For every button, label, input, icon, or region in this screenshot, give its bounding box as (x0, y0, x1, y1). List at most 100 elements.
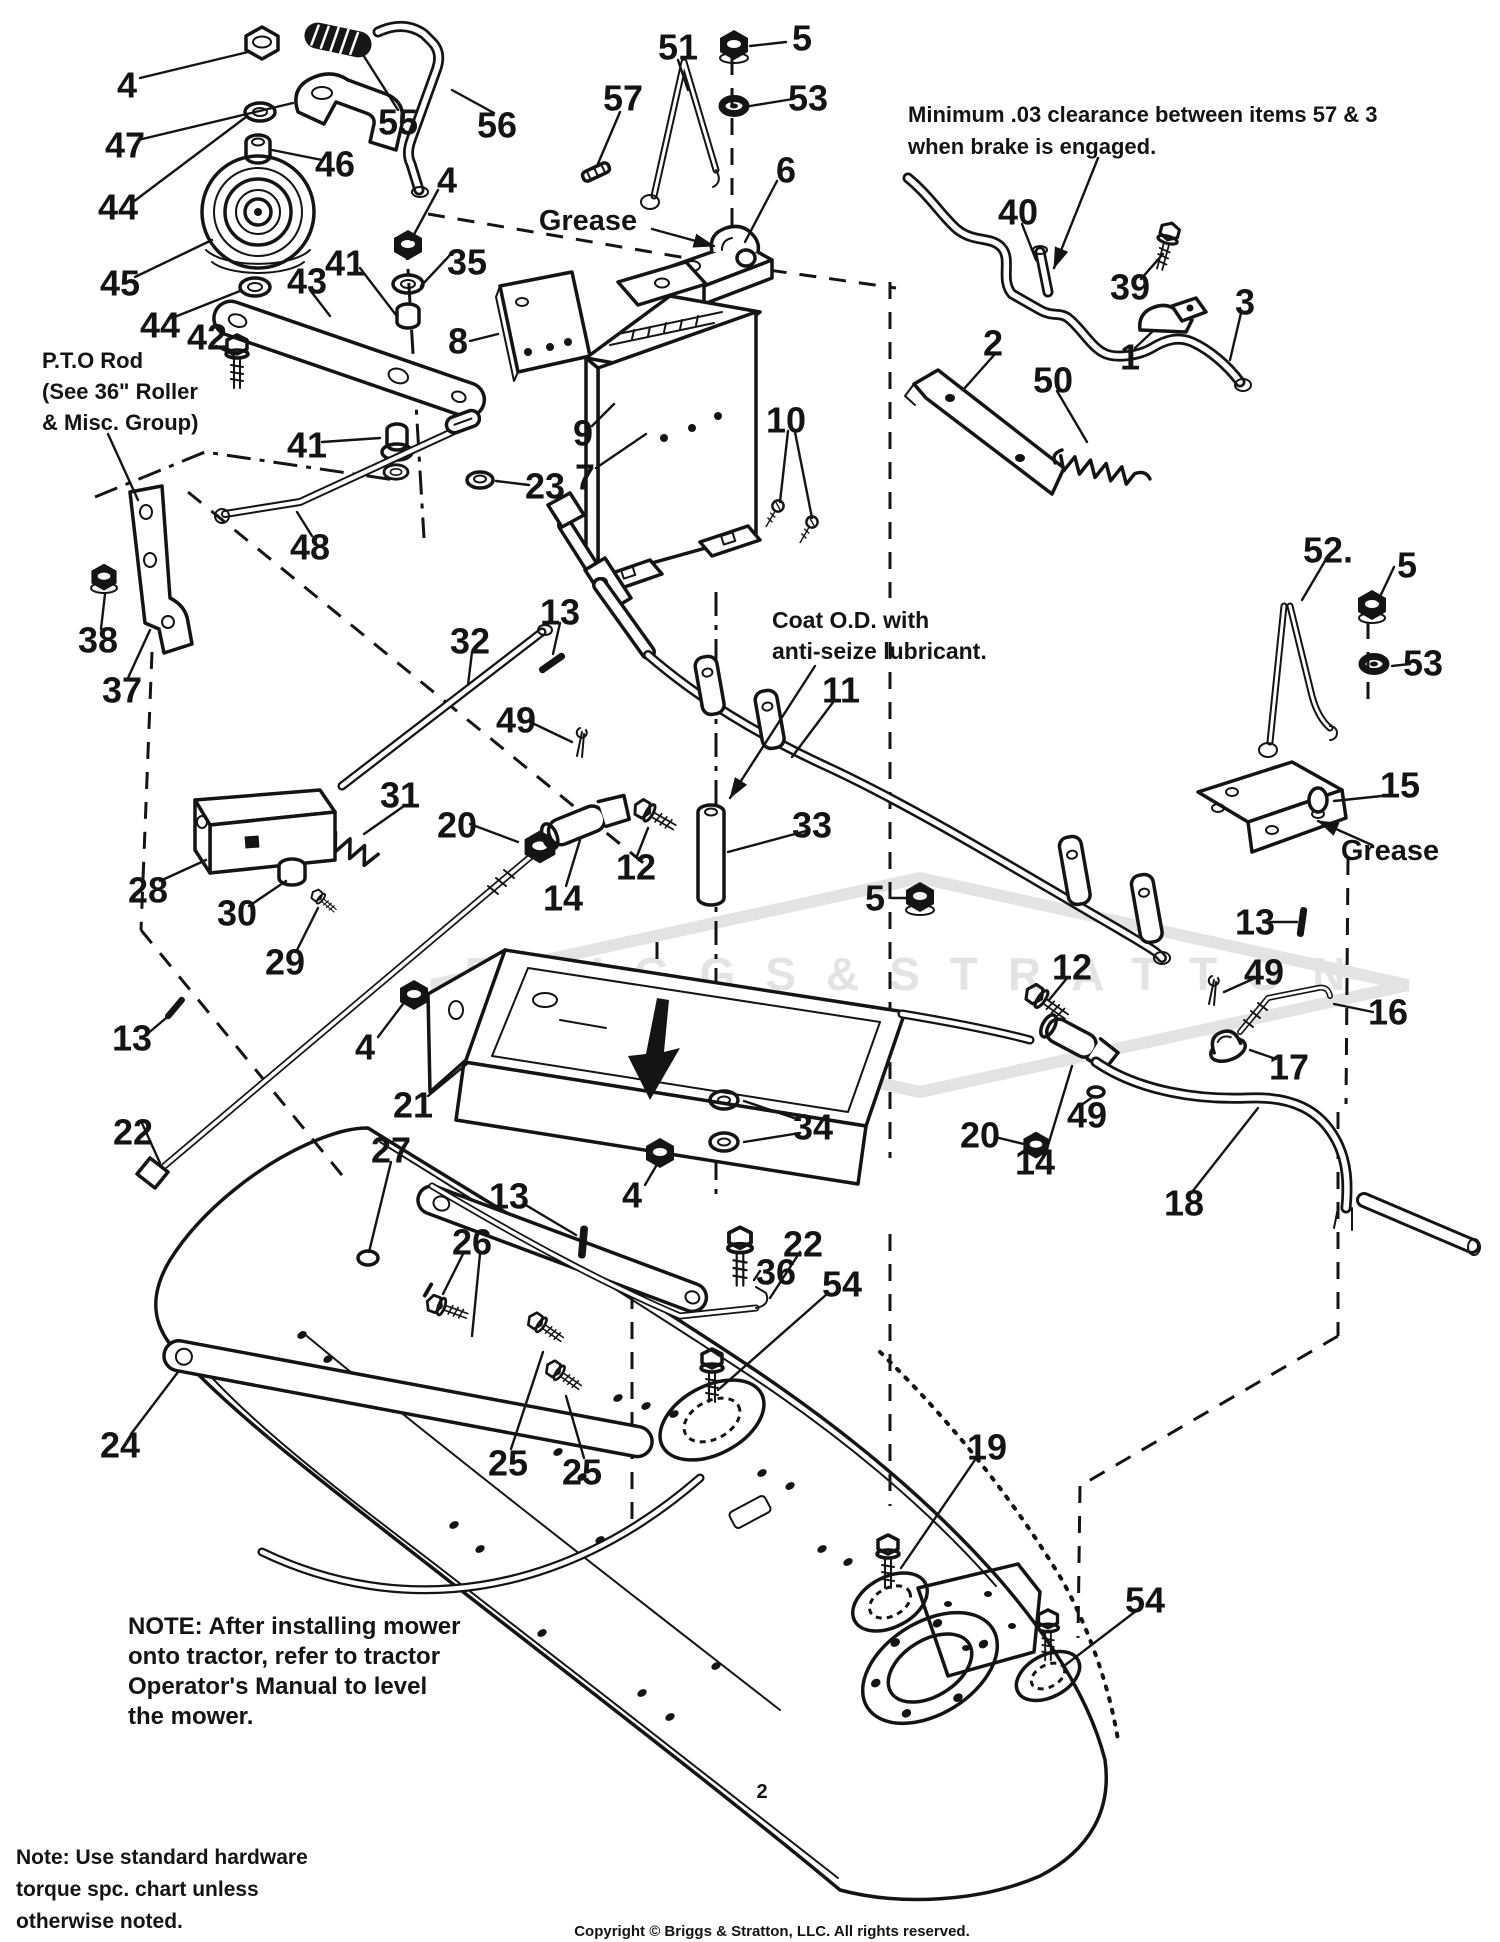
parts-linework (90, 21, 1481, 1703)
part-label-25: 25 (562, 1452, 602, 1493)
part-label-13: 13 (1235, 902, 1275, 943)
copyright-line: Copyright © Briggs & Stratton, LLC. All … (574, 1923, 970, 1940)
part-label-5: 5 (792, 18, 812, 59)
part-label-49: 49 (1244, 952, 1284, 993)
lift-shaft-group (546, 491, 1171, 965)
part-label-49: 49 (496, 700, 536, 741)
part-label-29: 29 (265, 942, 305, 983)
part-label-13: 13 (112, 1018, 152, 1059)
part-label-23: 23 (525, 466, 565, 507)
spindle-ring (860, 1610, 1000, 1726)
part-label-43: 43 (287, 261, 327, 302)
part-label-14: 14 (543, 878, 583, 919)
part-label-13: 13 (540, 592, 580, 633)
brake-linkage-group (902, 172, 1252, 496)
part-label-13: 13 (489, 1176, 529, 1217)
part-label-31: 31 (380, 775, 420, 816)
part-label-8: 8 (448, 321, 468, 362)
part-label-25: 25 (488, 1443, 528, 1484)
part-label-54: 54 (1125, 1580, 1165, 1621)
part-label-4: 4 (437, 160, 457, 201)
pto-note: P.T.O Rod(See 36" Roller& Misc. Group) (42, 348, 198, 435)
part-label-20: 20 (437, 805, 477, 846)
part-label-40: 40 (998, 192, 1038, 233)
part-label-28: 28 (128, 870, 168, 911)
part-label-30: 30 (217, 893, 257, 934)
part-label-35: 35 (447, 242, 487, 283)
part-label-44: 44 (140, 305, 180, 346)
part-label-47: 47 (105, 125, 145, 166)
part-label-1: 1 (1120, 337, 1140, 378)
part-label-4: 4 (355, 1027, 375, 1068)
part-label-48: 48 (290, 527, 330, 568)
idler-pulley-group (200, 25, 487, 481)
part-label-44: 44 (98, 187, 138, 228)
part-label-55: 55 (378, 102, 418, 143)
part-label-33: 33 (792, 805, 832, 846)
part-label-14: 14 (1015, 1142, 1055, 1183)
part-label-21: 21 (393, 1085, 433, 1126)
part-label-57: 57 (603, 78, 643, 119)
part-label-24: 24 (100, 1425, 140, 1466)
handle-brake-rod-group (304, 21, 774, 307)
leader-arrows (650, 156, 1374, 847)
annotations: Minimum .03 clearance between items 57 &… (16, 102, 1439, 1940)
part-label-2: 2 (983, 323, 1003, 364)
part-label-10: 10 (766, 400, 806, 441)
deck-holes (297, 1331, 853, 1721)
part-label-19: 19 (967, 1427, 1007, 1468)
part-label-56: 56 (477, 105, 517, 146)
part-label-42: 42 (187, 317, 227, 358)
part-label-11: 11 (822, 670, 860, 711)
part-label-26: 26 (452, 1222, 492, 1263)
part-label-41: 41 (287, 425, 327, 466)
part-label-9: 9 (573, 413, 593, 454)
part-label-4: 4 (117, 65, 137, 106)
part-label-18: 18 (1164, 1183, 1204, 1224)
hanger-frame-group (400, 882, 1035, 1186)
part-label-5: 5 (865, 878, 885, 919)
part-label-22: 22 (783, 1224, 823, 1265)
part-label-15: 15 (1380, 765, 1420, 806)
part-label-50: 50 (1033, 360, 1073, 401)
part-label-54: 54 (822, 1264, 862, 1305)
part-label-32: 32 (450, 621, 490, 662)
grease-label-top: Grease (539, 205, 637, 237)
part-label-12: 12 (1052, 947, 1092, 988)
part-label-7: 7 (575, 457, 595, 498)
part-label-22: 22 (113, 1112, 153, 1153)
part-label-41: 41 (325, 243, 365, 284)
part-label-45: 45 (100, 263, 140, 304)
part-label-39: 39 (1110, 267, 1150, 308)
clearance-note: Minimum .03 clearance between items 57 &… (907, 102, 1378, 159)
deck-hardware-group (162, 1182, 1082, 1703)
part-label-3: 3 (1235, 282, 1255, 323)
part-label-46: 46 (315, 144, 355, 185)
part-label-16: 16 (1368, 992, 1408, 1033)
part-label-6: 6 (776, 150, 796, 191)
part-label-12: 12 (616, 847, 656, 888)
part-label-17: 17 (1269, 1047, 1309, 1088)
right-linkage-group (1020, 590, 1481, 1256)
part-label-52: 52. (1303, 530, 1353, 571)
part-label-53: 53 (788, 78, 828, 119)
part-label-34: 34 (793, 1107, 833, 1148)
part-label-51: 51 (658, 27, 698, 68)
part-label-20: 20 (960, 1115, 1000, 1156)
part-label-36: 36 (756, 1252, 796, 1293)
deck-stamp: 2 (756, 1781, 767, 1803)
deck-shell (154, 1126, 1120, 1902)
part-label-53: 53 (1403, 643, 1443, 684)
part-label-38: 38 (78, 620, 118, 661)
leader-lines (99, 40, 1412, 1668)
part-label-4: 4 (622, 1175, 642, 1216)
part-label-37: 37 (102, 670, 142, 711)
part-label-49: 49 (1067, 1095, 1107, 1136)
part-label-5: 5 (1397, 545, 1417, 586)
